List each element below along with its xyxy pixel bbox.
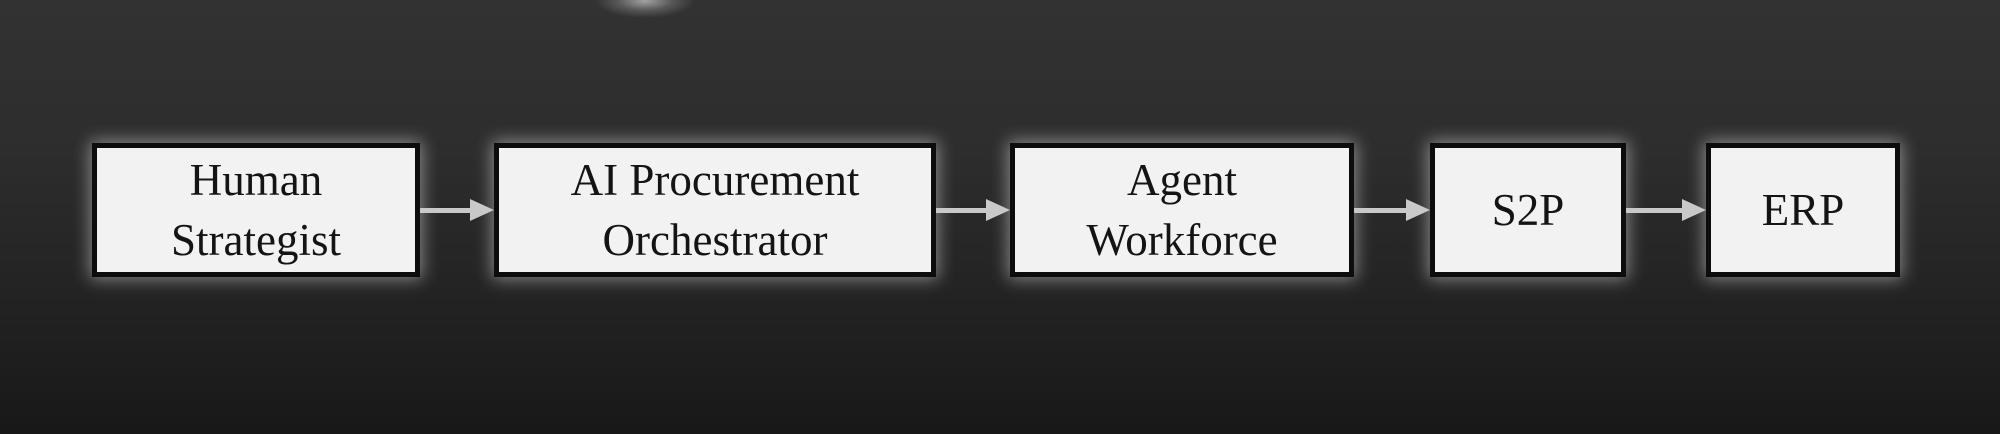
arrow-right-icon xyxy=(1406,199,1430,221)
top-edge-glow xyxy=(595,0,695,18)
node-human-strategist: Human Strategist xyxy=(92,143,420,277)
flow-arrow-4 xyxy=(1626,199,1706,221)
arrow-right-icon xyxy=(986,199,1010,221)
node-s2p: S2P xyxy=(1430,143,1626,277)
flow-arrow-1 xyxy=(420,199,494,221)
arrow-shaft xyxy=(1626,207,1684,213)
node-agent-workforce: Agent Workforce xyxy=(1010,143,1354,277)
arrow-shaft xyxy=(420,207,472,213)
arrow-shaft xyxy=(1354,207,1408,213)
node-erp: ERP xyxy=(1706,143,1900,277)
arrow-shaft xyxy=(936,207,988,213)
arrow-right-icon xyxy=(1682,199,1706,221)
flow-arrow-2 xyxy=(936,199,1010,221)
arrow-right-icon xyxy=(470,199,494,221)
flow-arrow-3 xyxy=(1354,199,1430,221)
node-ai-procurement-orchestrator: AI Procurement Orchestrator xyxy=(494,143,936,277)
